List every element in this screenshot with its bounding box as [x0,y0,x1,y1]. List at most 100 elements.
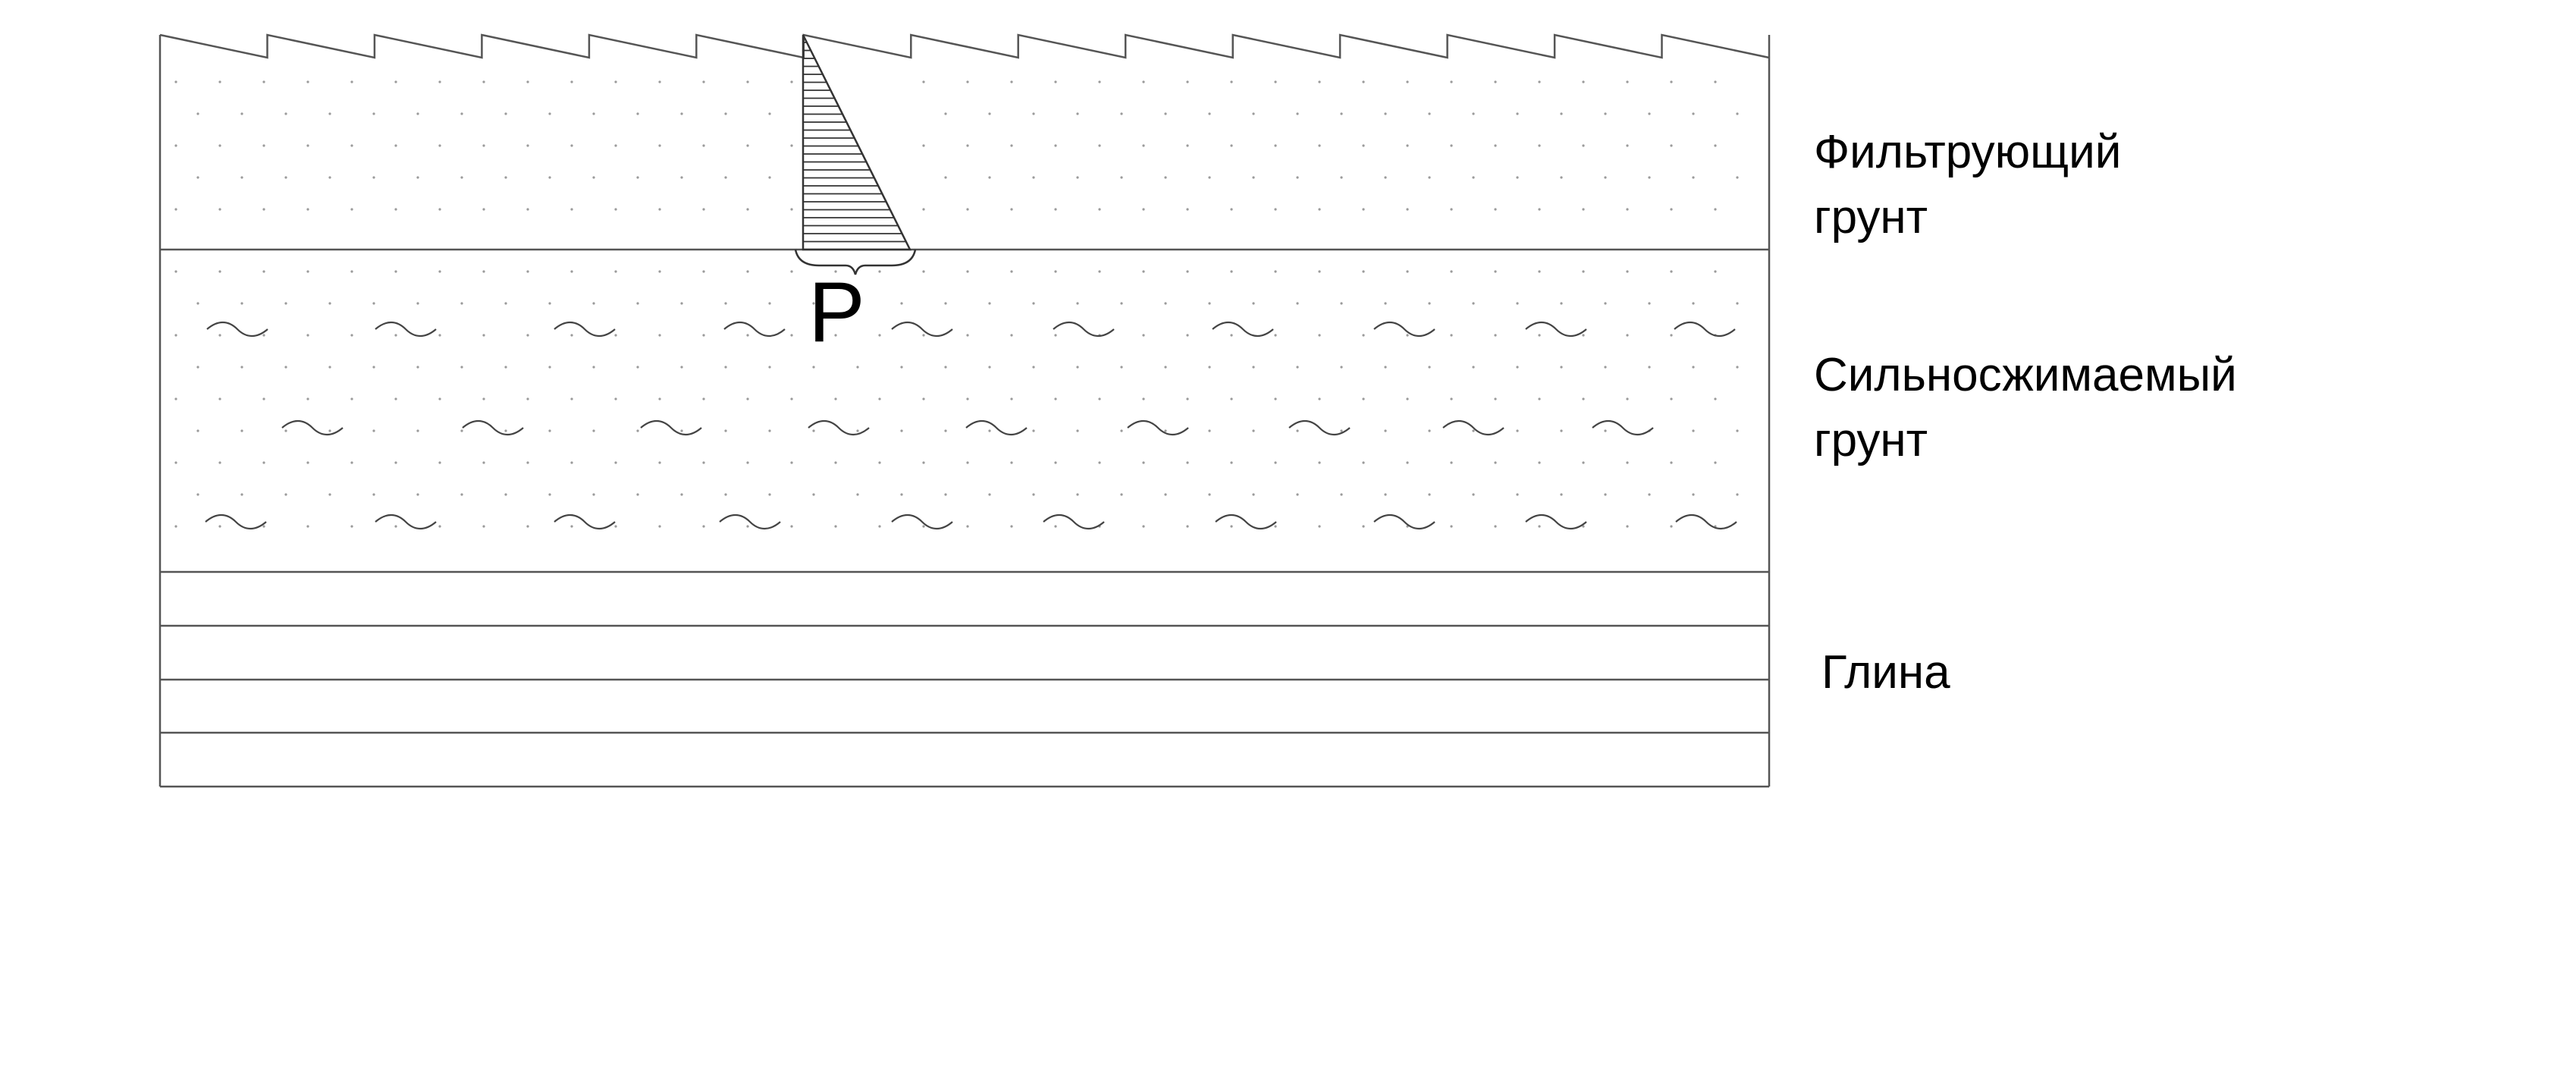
soil-dot [482,334,485,337]
soil-dot [878,397,881,400]
soil-dot [1362,208,1365,211]
soil-dot [460,302,463,305]
soil-dot [1142,397,1145,400]
soil-dot [834,461,837,464]
soil-dot [350,270,353,273]
soil-dot [1274,525,1277,528]
soil-dot [1252,493,1255,496]
soil-dot [1560,366,1563,369]
soil-dot [1538,397,1541,400]
soil-dot [284,112,287,115]
soil-dot [1538,208,1541,211]
soil-dot [1670,397,1673,400]
wave-symbol [205,514,267,530]
soil-dot [1076,366,1079,369]
soil-dot [658,397,661,400]
soil-dot [856,493,859,496]
soil-dot [482,270,485,273]
soil-dot [1582,397,1585,400]
soil-dot [1054,334,1057,337]
soil-dot [196,176,199,179]
soil-dot [526,144,529,147]
soil-dot [1362,80,1365,83]
soil-dot [372,176,375,179]
soil-dot [1736,176,1739,179]
soil-dot [1274,334,1277,337]
wave-symbol [462,419,524,436]
soil-dot [1384,366,1387,369]
soil-dot [1274,144,1277,147]
soil-dot [1252,366,1255,369]
soil-dot [900,302,903,305]
soil-dot [922,525,925,528]
soil-dot [306,334,309,337]
soil-dot [592,302,595,305]
soil-dot [1362,334,1365,337]
soil-dot [218,144,221,147]
soil-dot [944,493,947,496]
soil-dot [1164,366,1167,369]
soil-dot [746,525,749,528]
soil-dot [1384,429,1387,432]
soil-dot [1340,302,1343,305]
soil-dot [1230,80,1233,83]
soil-dot [174,525,177,528]
soil-dot [922,144,925,147]
soil-dot [1384,112,1387,115]
soil-dot [1098,270,1101,273]
soil-dot [1164,429,1167,432]
soil-dot [1186,144,1189,147]
soil-dot [1142,334,1145,337]
soil-dot [218,525,221,528]
soil-dot [1582,144,1585,147]
soil-dot [1560,176,1563,179]
soil-dot [1692,493,1695,496]
soil-dot [438,270,441,273]
soil-dot [636,429,639,432]
soil-dot [922,461,925,464]
soil-dot [790,270,793,273]
soil-dot [372,302,375,305]
soil-dot [856,366,859,369]
soil-dot [1538,334,1541,337]
wave-symbol [719,514,781,530]
soil-dot [680,493,683,496]
soil-dot [1670,461,1673,464]
soil-dot [1736,302,1739,305]
soil-dot [1428,429,1431,432]
wave-symbol [375,514,437,530]
wave-symbol [554,514,616,530]
soil-dot [1296,429,1299,432]
soil-dot [1230,270,1233,273]
soil-dot [1450,525,1453,528]
soil-dot [944,429,947,432]
soil-dot [790,208,793,211]
soil-dot [570,461,573,464]
soil-dot [1362,270,1365,273]
soil-dot [1032,112,1035,115]
wave-symbol [640,419,702,436]
soil-dot [1054,144,1057,147]
soil-dot [592,112,595,115]
soil-dot [1648,366,1651,369]
soil-dot [328,302,331,305]
soil-dot [1032,429,1035,432]
soil-dot [1494,397,1497,400]
soil-dot [1538,80,1541,83]
soil-dot [1010,270,1013,273]
soil-dot [1098,144,1101,147]
soil-dot [1494,270,1497,273]
soil-dot [1120,366,1123,369]
soil-dot [416,176,419,179]
soil-dot [1054,525,1057,528]
wave-symbol [1592,419,1654,436]
soil-dot [1670,208,1673,211]
soil-dot [1406,334,1409,337]
wave-symbol [1675,514,1737,530]
soil-dot [1582,525,1585,528]
soil-dot [394,270,397,273]
soil-dot [1516,366,1519,369]
soil-dot [1098,80,1101,83]
soil-dot [394,525,397,528]
soil-dot [724,176,727,179]
